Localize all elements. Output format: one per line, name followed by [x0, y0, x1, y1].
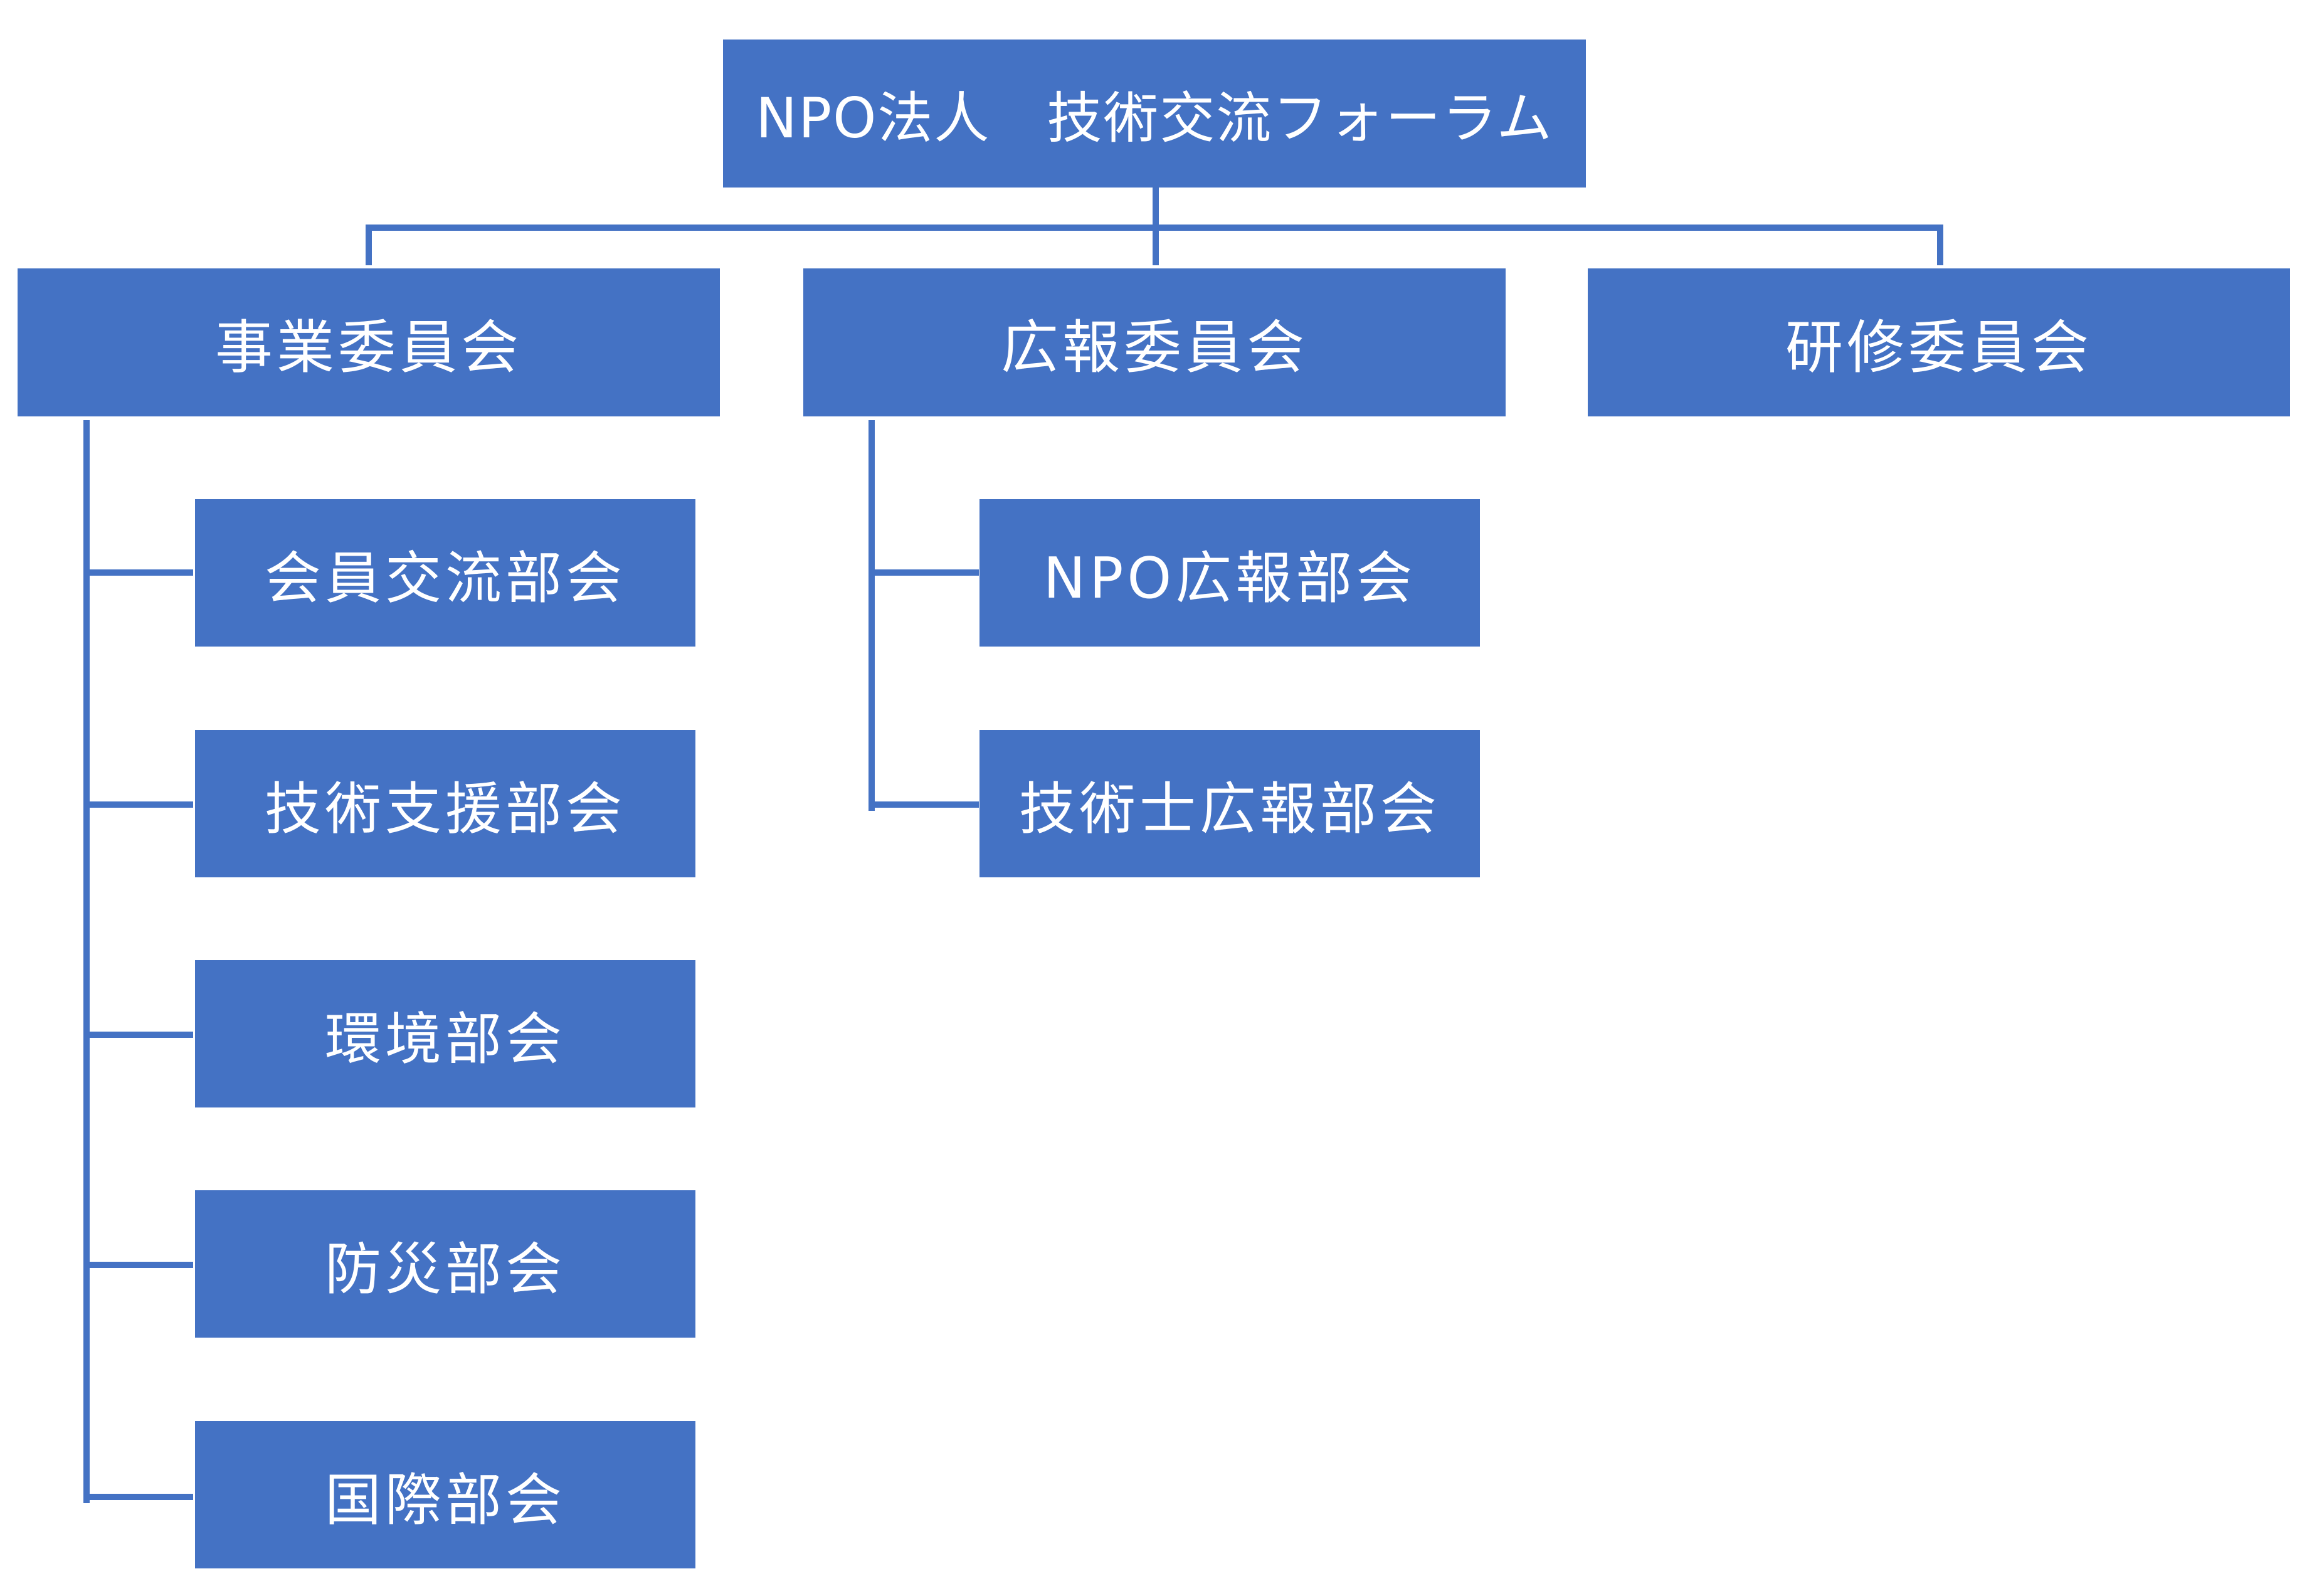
committee-label: 研修委員会: [1785, 314, 2093, 381]
committee-box-2: 広報委員会: [803, 268, 1506, 416]
committee-label: 事業委員会: [214, 314, 522, 381]
subcommittee-label: 会員交流部会: [265, 545, 626, 611]
subcommittee-label: 国際部会: [325, 1467, 566, 1533]
subcommittee-label: 防災部会: [325, 1236, 566, 1303]
committee-box-1: 事業委員会: [18, 268, 720, 416]
subcommittee-box: 防災部会: [195, 1190, 695, 1338]
subcommittee-label: 技術士広報部会: [1019, 776, 1440, 842]
root-label: NPO法人 技術交流フォーラム: [756, 85, 1553, 151]
subcommittee-box: 技術支援部会: [195, 730, 695, 877]
committee-box-3: 研修委員会: [1588, 268, 2290, 416]
subcommittee-label: NPO広報部会: [1043, 545, 1417, 611]
subcommittee-box: 環境部会: [195, 960, 695, 1107]
subcommittee-label: 環境部会: [325, 1006, 566, 1072]
subcommittee-box: 国際部会: [195, 1421, 695, 1568]
subcommittee-box: 技術士広報部会: [979, 730, 1480, 877]
committee-label: 広報委員会: [1000, 314, 1308, 381]
root-box: NPO法人 技術交流フォーラム: [723, 40, 1586, 188]
subcommittee-box: NPO広報部会: [979, 499, 1480, 647]
subcommittee-label: 技術支援部会: [265, 776, 626, 842]
subcommittee-box: 会員交流部会: [195, 499, 695, 647]
